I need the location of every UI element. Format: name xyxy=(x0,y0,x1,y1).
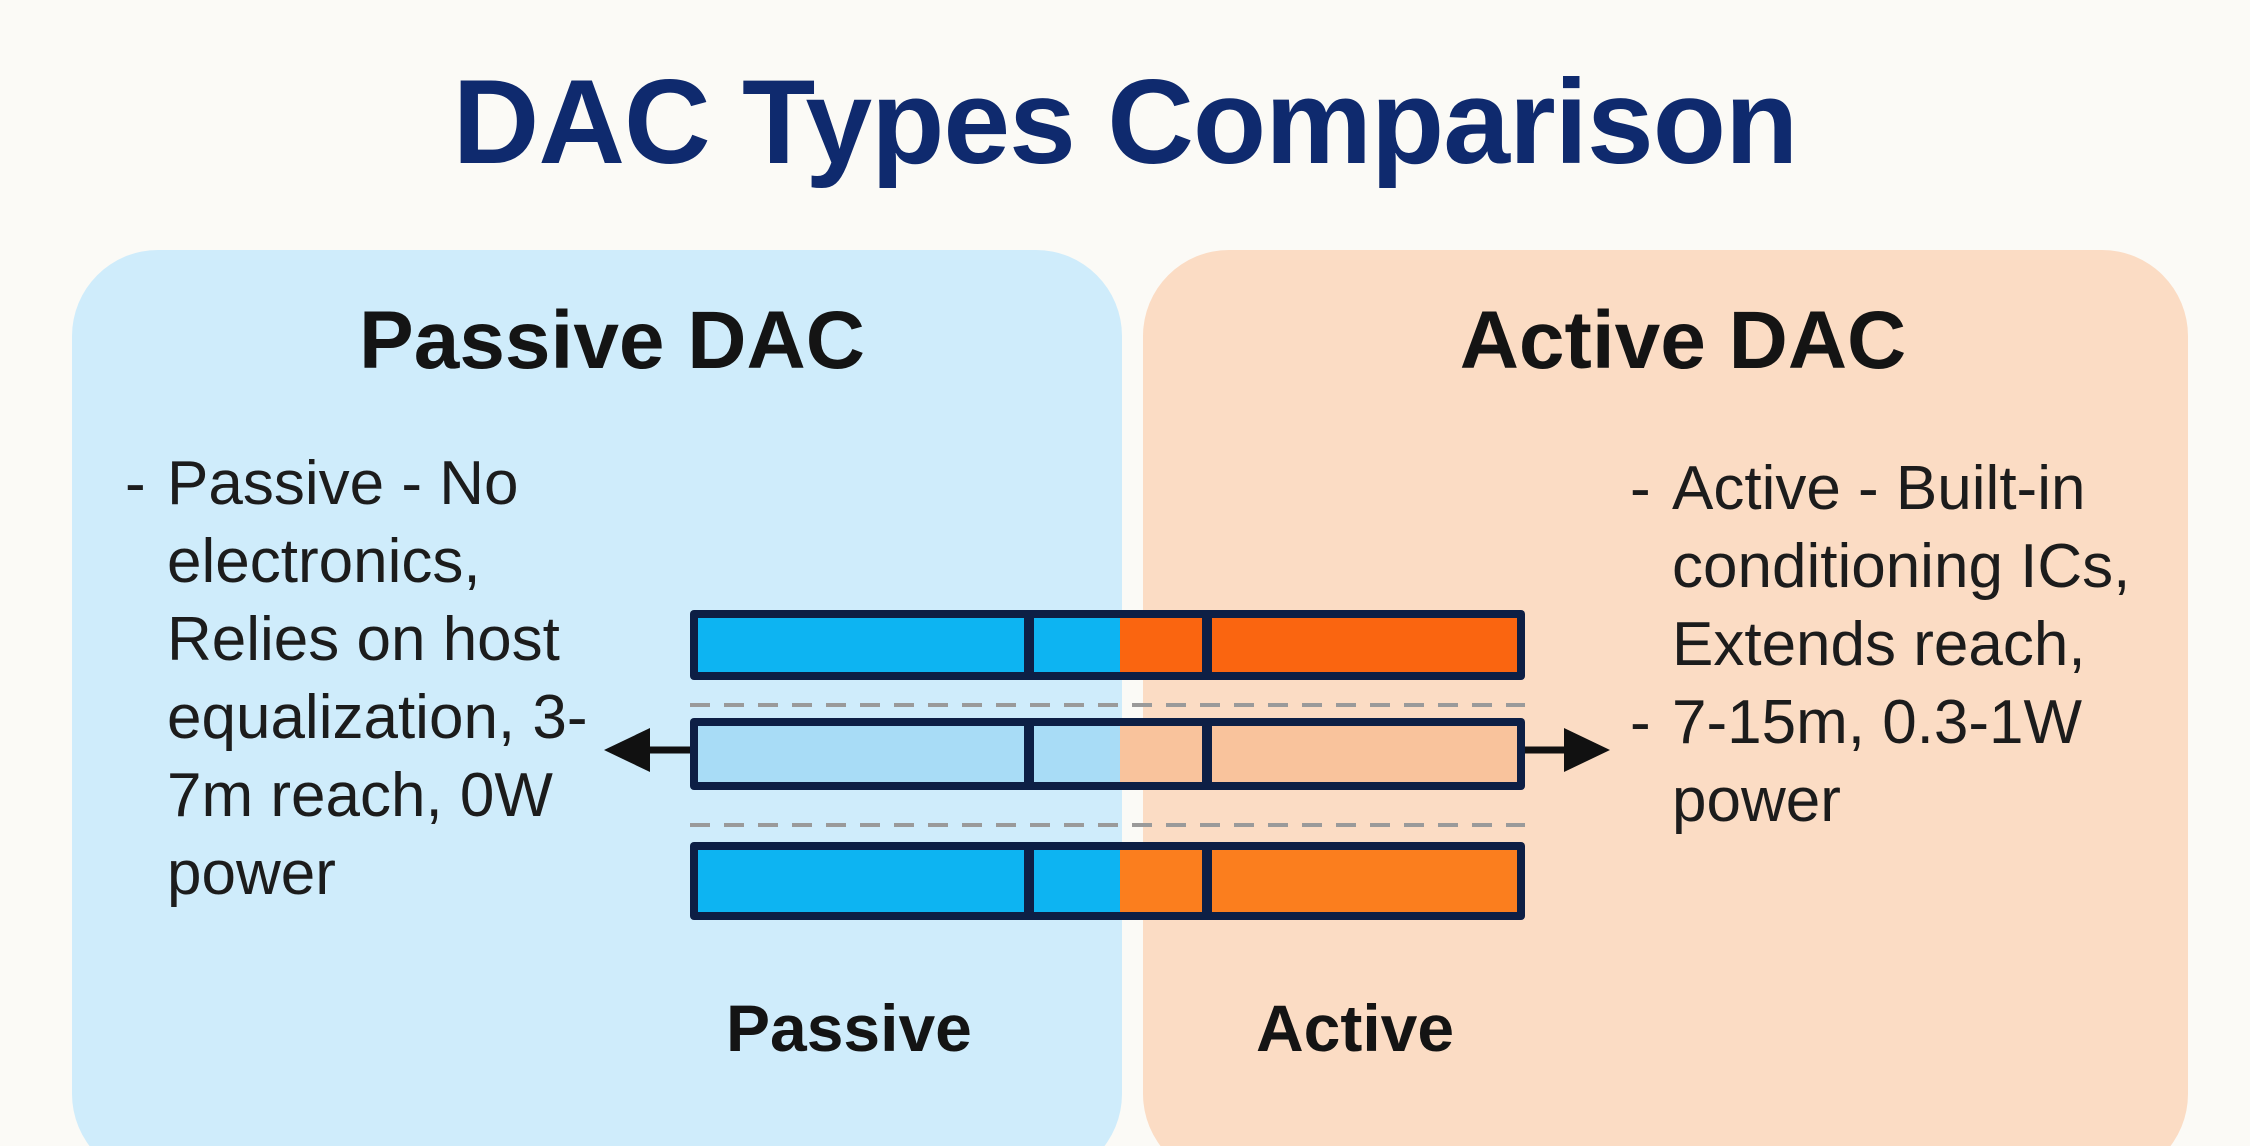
cable-top-divider-left xyxy=(1024,612,1034,678)
arrow-left-icon xyxy=(604,728,690,772)
arrow-right-icon xyxy=(1525,728,1610,772)
page-title: DAC Types Comparison xyxy=(452,55,1799,189)
cable-middle-passive-segment xyxy=(698,726,1120,782)
active-cable-label: Active xyxy=(1256,991,1455,1065)
cable-bottom-divider-right xyxy=(1202,844,1212,918)
active-bullet-list: Active - Built-in conditioning ICs, Exte… xyxy=(1630,450,2170,840)
cable-bottom-passive-segment xyxy=(698,850,1120,912)
passive-bullet-list: Passive - No electronics, Relies on host… xyxy=(125,445,645,913)
active-heading: Active DAC xyxy=(1459,295,1907,386)
cable-top-passive-segment xyxy=(698,618,1120,672)
cable-top xyxy=(690,610,1525,680)
cable-middle-divider-right xyxy=(1202,720,1212,788)
cable-top-divider-right xyxy=(1202,612,1212,678)
active-bullet-item: Active - Built-in conditioning ICs, Exte… xyxy=(1630,450,2170,684)
passive-bullet-item: Passive - No electronics, Relies on host… xyxy=(125,445,645,913)
cable-bottom xyxy=(690,842,1525,920)
cable-top-active-segment xyxy=(1120,618,1517,672)
cable-middle xyxy=(690,718,1525,790)
active-bullet-item: 7-15m, 0.3-1W power xyxy=(1630,684,2170,840)
cable-middle-active-segment xyxy=(1120,726,1517,782)
cable-middle-divider-left xyxy=(1024,720,1034,788)
cable-bottom-divider-left xyxy=(1024,844,1034,918)
passive-cable-label: Passive xyxy=(726,991,972,1065)
cable-bottom-active-segment xyxy=(1120,850,1517,912)
passive-heading: Passive DAC xyxy=(359,295,865,386)
